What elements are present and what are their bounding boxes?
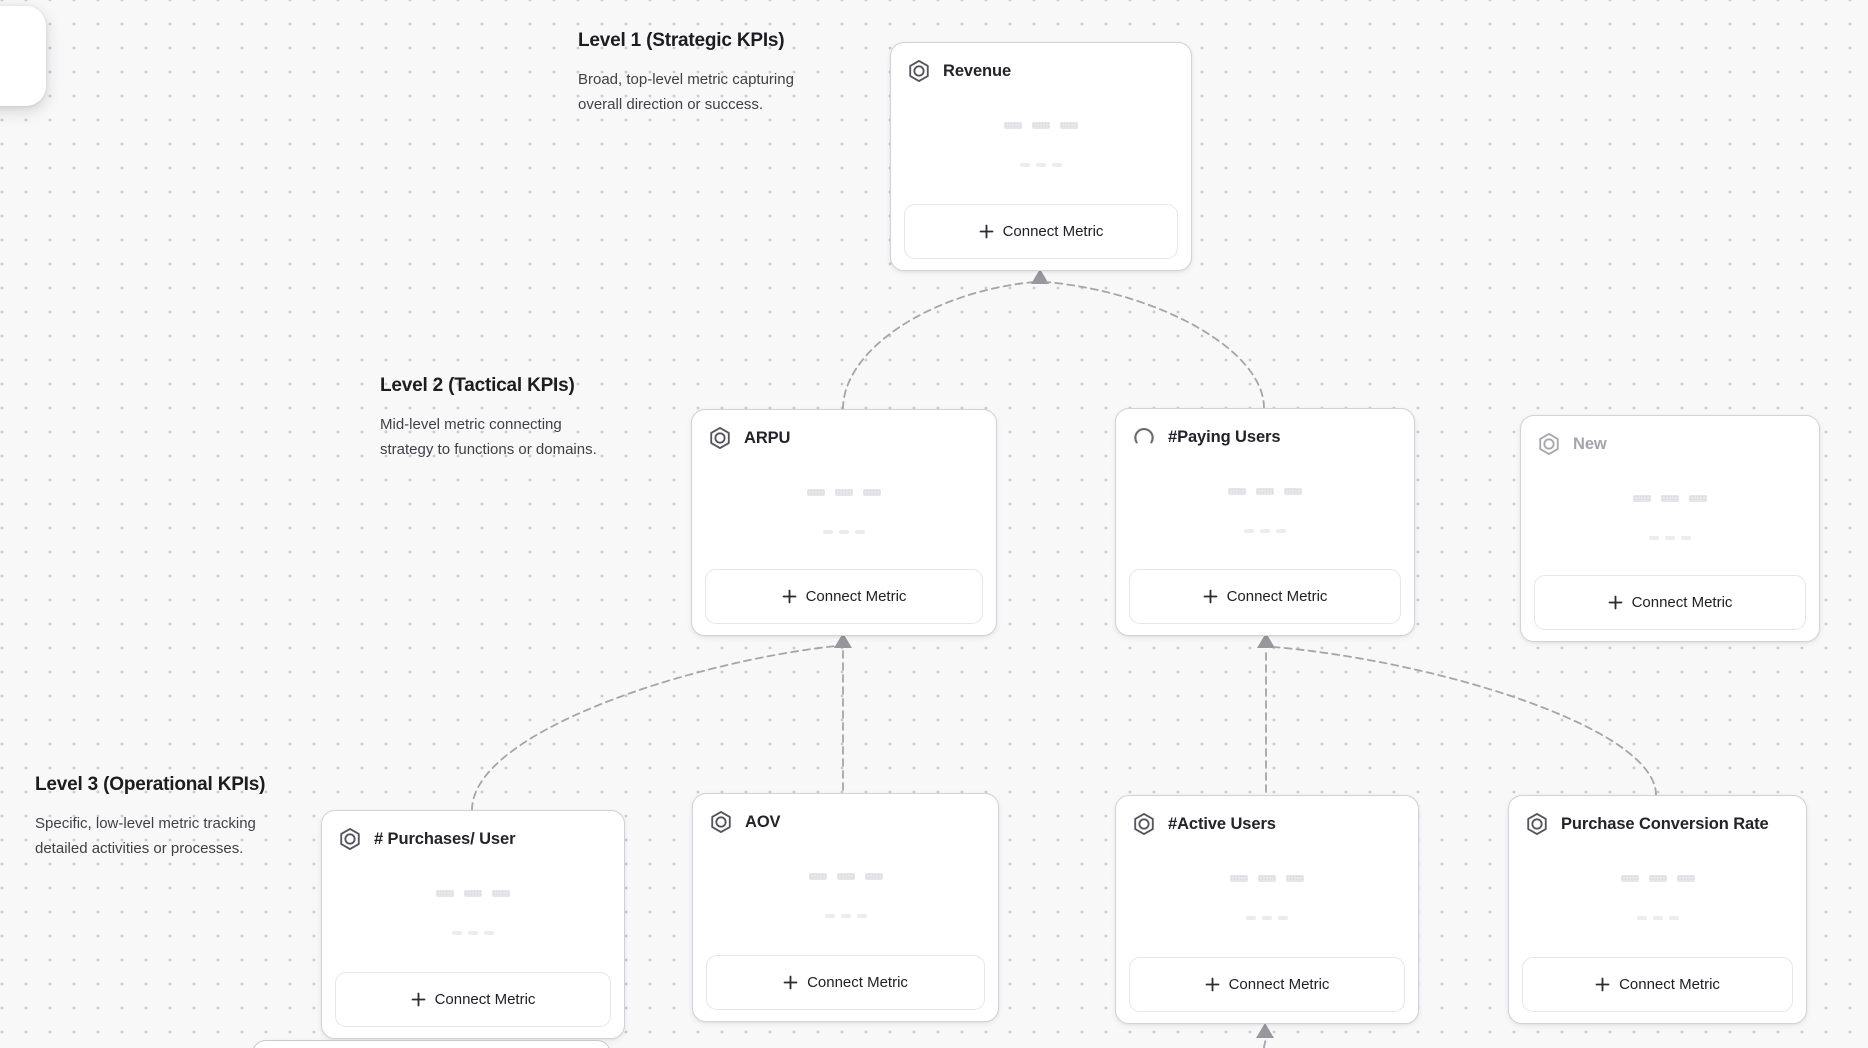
spinner-icon	[1131, 424, 1157, 450]
card-title: New	[1573, 434, 1607, 453]
arrowhead-icon	[1031, 269, 1049, 284]
level-3-annotation: Level 3 (Operational KPIs) Specific, low…	[35, 774, 287, 861]
connect-metric-label: Connect Metric	[434, 991, 536, 1008]
card-title: # Purchases/ User	[374, 829, 516, 848]
hexagon-metric-icon	[708, 809, 734, 835]
connect-metric-button-aov[interactable]: Connect Metric	[706, 955, 985, 1010]
edge-line	[1273, 646, 1657, 796]
card-header: AOV	[708, 809, 986, 835]
plus-icon	[979, 224, 994, 239]
edge-line	[1045, 281, 1265, 409]
metric-card-paying-users[interactable]: #Paying Users Connect Metric	[1115, 408, 1415, 636]
level-title: Level 3 (Operational KPIs)	[35, 774, 266, 795]
connect-metric-button-paying-users[interactable]: Connect Metric	[1129, 569, 1401, 624]
skeleton-placeholder-small	[1116, 916, 1418, 920]
plus-icon	[411, 992, 426, 1007]
connect-metric-button-purchase-conversion-rate[interactable]: Connect Metric	[1522, 957, 1793, 1012]
connect-metric-button-new[interactable]: Connect Metric	[1534, 575, 1806, 630]
level-title: Level 1 (Strategic KPIs)	[578, 30, 785, 51]
toolbar-fragment[interactable]	[0, 6, 46, 106]
metric-card-aov[interactable]: AOV Connect Metric	[692, 793, 999, 1022]
card-header: #Paying Users	[1131, 424, 1402, 450]
card-title: #Active Users	[1168, 814, 1276, 833]
level-description: Mid-level metric connecting strategy to …	[380, 416, 597, 458]
edge-line	[842, 281, 1035, 410]
plus-icon	[782, 589, 797, 604]
edge-offscreen-to-active-users[interactable]	[1256, 1023, 1274, 1048]
plus-icon	[783, 975, 798, 990]
card-title: #Paying Users	[1168, 427, 1281, 446]
metric-card-purchase-conversion-rate[interactable]: Purchase Conversion Rate Connect Metric	[1508, 795, 1807, 1024]
skeleton-placeholder-small	[322, 931, 624, 935]
plus-icon	[1203, 589, 1218, 604]
level-description: Broad, top-level metric capturing overal…	[578, 71, 794, 113]
edge-active-users-to-paying-users[interactable]	[1257, 633, 1275, 793]
skeleton-placeholder	[692, 489, 996, 496]
skeleton-placeholder	[1116, 488, 1414, 495]
connect-metric-button-purchases-per-user[interactable]: Connect Metric	[335, 972, 611, 1027]
skeleton-placeholder-small	[1509, 916, 1806, 920]
hexagon-metric-icon	[1131, 811, 1157, 837]
hexagon-metric-icon	[707, 425, 733, 451]
skeleton-placeholder	[1116, 875, 1418, 882]
level-2-annotation: Level 2 (Tactical KPIs) Mid-level metric…	[380, 375, 605, 462]
connect-metric-button-revenue[interactable]: Connect Metric	[904, 204, 1178, 259]
skeleton-placeholder	[693, 873, 998, 880]
arrowhead-icon	[1256, 1023, 1274, 1038]
card-header: Purchase Conversion Rate	[1524, 811, 1794, 837]
connect-metric-button-arpu[interactable]: Connect Metric	[705, 569, 983, 624]
card-title: Revenue	[943, 61, 1012, 80]
skeleton-placeholder	[1509, 875, 1806, 882]
skeleton-placeholder-small	[1521, 536, 1819, 540]
metric-card-new[interactable]: New Connect Metric	[1520, 415, 1820, 642]
card-title: AOV	[745, 812, 781, 831]
skeleton-placeholder-small	[1116, 529, 1414, 533]
metric-card-revenue[interactable]: Revenue Connect Metric	[890, 42, 1192, 271]
connect-metric-label: Connect Metric	[1002, 223, 1104, 240]
edge-line	[471, 645, 837, 811]
edge-line	[1263, 1039, 1267, 1048]
connect-metric-label: Connect Metric	[1619, 976, 1720, 993]
plus-icon	[1595, 977, 1610, 992]
skeleton-placeholder	[1521, 495, 1819, 502]
level-description: Specific, low-level metric tracking deta…	[35, 815, 256, 857]
card-header: New	[1536, 431, 1807, 457]
metric-card-arpu[interactable]: ARPU Connect Metric	[691, 409, 997, 636]
connect-metric-label: Connect Metric	[1226, 588, 1328, 605]
skeleton-placeholder	[322, 890, 624, 897]
connect-metric-label: Connect Metric	[807, 974, 908, 991]
plus-icon	[1205, 977, 1220, 992]
partial-metric-card[interactable]	[252, 1040, 611, 1048]
metric-card-active-users[interactable]: #Active Users Connect Metric	[1115, 795, 1419, 1024]
hexagon-metric-icon	[1536, 431, 1562, 457]
connect-metric-button-active-users[interactable]: Connect Metric	[1129, 957, 1405, 1012]
level-1-annotation: Level 1 (Strategic KPIs) Broad, top-leve…	[578, 30, 828, 117]
metric-card-purchases-per-user[interactable]: # Purchases/ User Connect Metric	[321, 810, 625, 1039]
arrowhead-icon	[1257, 633, 1275, 648]
skeleton-placeholder-small	[692, 530, 996, 534]
plus-icon	[1608, 595, 1623, 610]
hexagon-metric-icon	[337, 826, 363, 852]
edge-paying-users-to-revenue[interactable]	[1045, 281, 1265, 409]
edge-pcr-to-paying-users[interactable]	[1273, 646, 1657, 796]
connect-metric-label: Connect Metric	[805, 588, 907, 605]
connect-metric-label: Connect Metric	[1631, 594, 1733, 611]
card-title: ARPU	[744, 428, 791, 447]
card-header: # Purchases/ User	[337, 826, 612, 852]
connect-metric-label: Connect Metric	[1228, 976, 1330, 993]
hexagon-metric-icon	[906, 58, 932, 84]
skeleton-placeholder-small	[693, 914, 998, 918]
card-header: ARPU	[707, 425, 984, 451]
card-header: #Active Users	[1131, 811, 1406, 837]
skeleton-placeholder	[891, 122, 1191, 129]
edge-arpu-to-revenue[interactable]	[842, 269, 1049, 410]
skeleton-placeholder-small	[891, 163, 1191, 167]
card-header: Revenue	[906, 58, 1179, 84]
level-title: Level 2 (Tactical KPIs)	[380, 375, 575, 396]
edge-purchases-to-arpu[interactable]	[471, 633, 852, 811]
card-title: Purchase Conversion Rate	[1561, 814, 1769, 833]
arrowhead-icon	[834, 633, 852, 648]
hexagon-metric-icon	[1524, 811, 1550, 837]
